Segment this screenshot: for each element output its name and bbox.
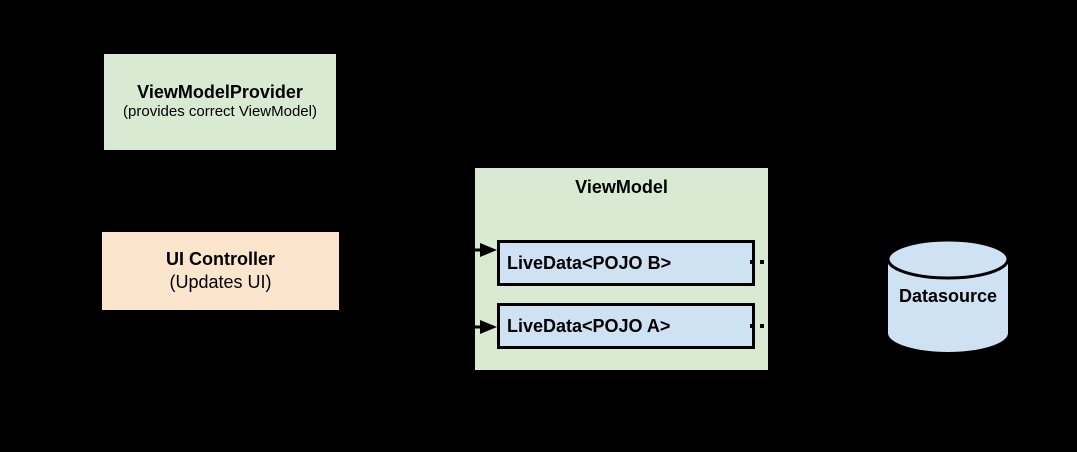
datasource-label: Datasource bbox=[899, 286, 997, 306]
datasource-cylinder-top bbox=[886, 238, 1010, 280]
ui-controller-subtitle: (Updates UI) bbox=[169, 271, 272, 292]
datasource-cylinder-body bbox=[888, 259, 1008, 352]
ui-controller-box: UI Controller (Updates UI) bbox=[102, 232, 339, 310]
livedata-pojo-b-box: LiveData<POJO B> bbox=[497, 240, 755, 286]
viewmodel-box: ViewModel LiveData<POJO B> LiveData<POJO… bbox=[475, 168, 768, 370]
viewmodelprovider-subtitle: (provides correct ViewModel) bbox=[123, 103, 317, 121]
viewmodelprovider-title: ViewModelProvider bbox=[137, 81, 303, 102]
livedata-pojo-a-label: LiveData<POJO A> bbox=[507, 315, 671, 336]
viewmodel-title: ViewModel bbox=[575, 177, 668, 197]
datasource-cylinder: Datasource bbox=[886, 238, 1010, 352]
ui-controller-title: UI Controller bbox=[165, 248, 275, 269]
viewmodelprovider-box: ViewModelProvider (provides correct View… bbox=[104, 54, 336, 150]
livedata-pojo-b-label: LiveData<POJO B> bbox=[507, 252, 672, 273]
livedata-pojo-a-box: LiveData<POJO A> bbox=[497, 303, 755, 349]
